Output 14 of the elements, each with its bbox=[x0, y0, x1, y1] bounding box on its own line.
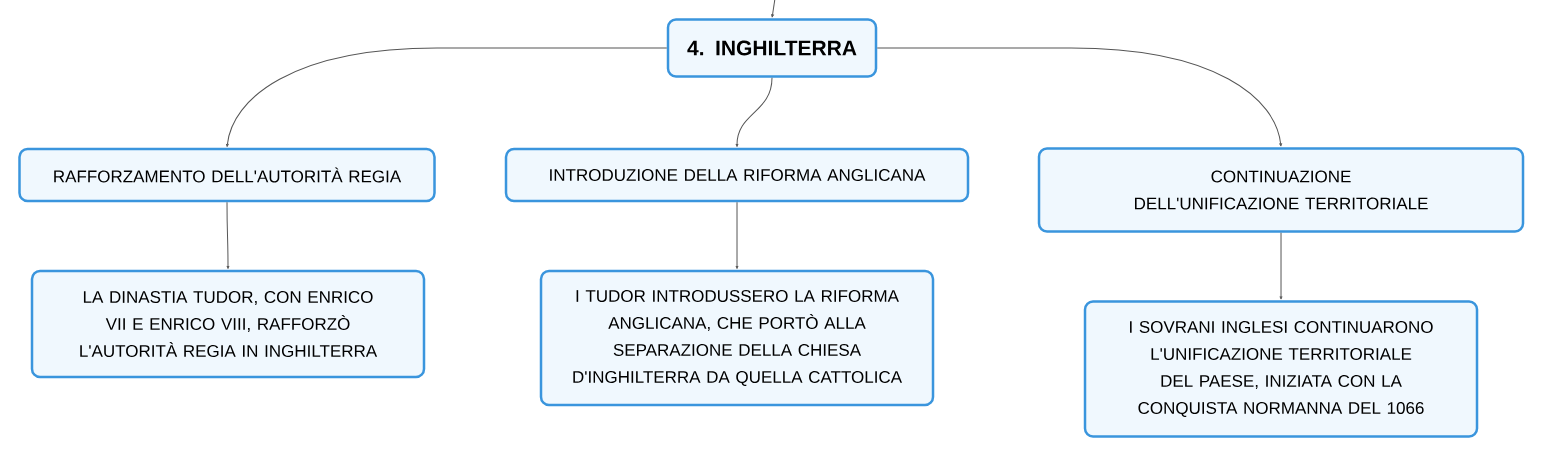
connector-arrow bbox=[735, 77, 773, 148]
topic-box: 4. INGHILTERRA bbox=[666, 18, 878, 78]
detail-box: I TUDOR INTRODUSSERO LA RIFORMA ANGLICANA, CHE PORTÒ ALLA SEPARAZIONE DELLA CHIESA D'INGHILTERRA DA QUELLA CATTOLICA bbox=[539, 269, 935, 407]
connector-arrow bbox=[226, 201, 230, 270]
connector-arrow bbox=[735, 201, 739, 270]
connector-arrow bbox=[225, 47, 668, 148]
connector-arrow bbox=[876, 47, 1283, 147]
subtopic-box: INTRODUZIONE DELLA RIFORMA ANGLICANA bbox=[504, 147, 970, 203]
subtopic-box: RAFFORZAMENTO DELL'AUTORITÀ REGIA bbox=[18, 147, 436, 203]
subtopic-box: CONTINUAZIONE DELL'UNIFICAZIONE TERRITORIALE bbox=[1037, 147, 1525, 233]
connector-arrow bbox=[771, 0, 776, 18]
connector-arrow bbox=[1279, 232, 1283, 300]
detail-box: I SOVRANI INGLESI CONTINUARONO L'UNIFICAZIONE TERRITORIALE DEL PAESE, INIZIATA CON LA CONQUISTA NORMANNA DEL 1066 bbox=[1083, 300, 1479, 438]
detail-box: LA DINASTIA TUDOR, CON ENRICO VII E ENRICO VIII, RAFFORZÒ L'AUTORITÀ REGIA IN INGHILTERRA bbox=[30, 269, 426, 379]
